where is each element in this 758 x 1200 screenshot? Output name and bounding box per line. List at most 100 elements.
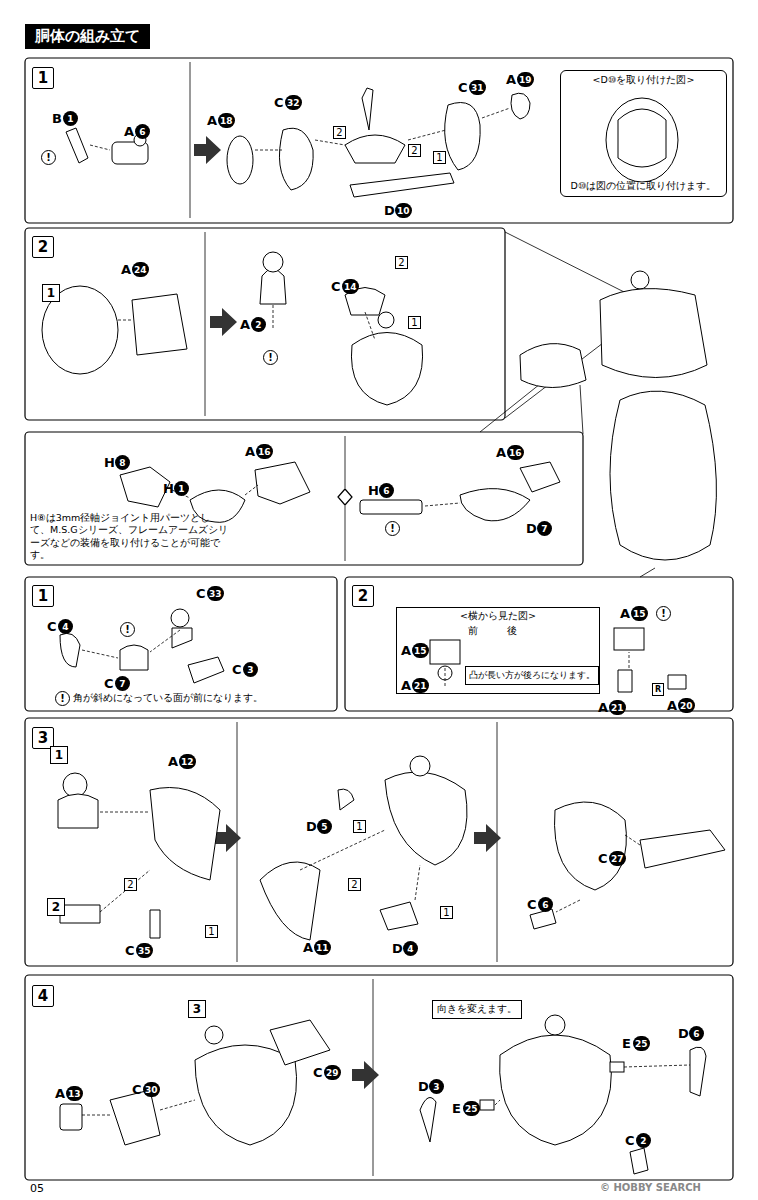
part-number: 29 bbox=[324, 1065, 341, 1080]
box-text: 1 bbox=[55, 748, 63, 762]
caution-mark: ! bbox=[263, 350, 278, 365]
box-text: 2 bbox=[411, 146, 417, 156]
box-text: 2 bbox=[38, 238, 48, 256]
part-letter: C bbox=[527, 897, 537, 912]
part-letter: B bbox=[52, 111, 62, 126]
part-number: 33 bbox=[207, 586, 224, 601]
part-letter: A bbox=[240, 317, 250, 332]
order-number-box: 2 bbox=[124, 878, 137, 891]
part-number: 11 bbox=[314, 940, 331, 955]
step-number-box: 1 bbox=[32, 67, 54, 89]
part-number: 16 bbox=[507, 445, 524, 460]
part-number: 2 bbox=[251, 317, 266, 332]
watermark: © HOBBY SEARCH bbox=[600, 1182, 701, 1193]
part-letter: C bbox=[132, 1082, 142, 1097]
part-number: 7 bbox=[537, 521, 552, 536]
order-number-box: 1 bbox=[353, 820, 366, 833]
step-number-box: 1 bbox=[32, 585, 54, 607]
note-text: H⑧は3mm径軸ジョイント用パーツとして、M.S.Gシリーズ、フレームアームズシ… bbox=[30, 512, 230, 561]
part-number: 6 bbox=[689, 1026, 704, 1041]
part-number: 24 bbox=[132, 262, 149, 277]
part-number: 5 bbox=[317, 819, 332, 834]
step-number-box: 4 bbox=[32, 985, 54, 1007]
box-text: 1 bbox=[47, 286, 55, 300]
part-letter: A bbox=[207, 113, 217, 128]
box-text: 2 bbox=[358, 587, 368, 605]
part-letter: C bbox=[232, 662, 242, 677]
part-number: 1 bbox=[174, 481, 189, 496]
order-number-box: 1 bbox=[408, 316, 421, 329]
box-text: 向きを変えます。 bbox=[437, 1003, 517, 1014]
note-text: 角が斜めになっている面が前になります。 bbox=[73, 692, 323, 704]
subassembly-ref-box: 3 bbox=[188, 1000, 206, 1018]
part-letter: C bbox=[625, 1133, 635, 1148]
order-number-box: 1 bbox=[205, 925, 218, 938]
box-text: 1 bbox=[38, 587, 48, 605]
box-text: 2 bbox=[336, 128, 342, 138]
step-number-box: 2 bbox=[32, 236, 54, 258]
part-number: 20 bbox=[678, 698, 695, 713]
part-letter: A bbox=[401, 678, 411, 693]
part-number: 4 bbox=[403, 941, 418, 956]
subassembly-ref-box: 1 bbox=[42, 284, 60, 302]
subassembly-ref-box: 1 bbox=[50, 746, 68, 764]
part-letter: C bbox=[104, 676, 114, 691]
box-text: 1 bbox=[411, 318, 417, 328]
part-number: 18 bbox=[218, 113, 235, 128]
part-number: 25 bbox=[633, 1036, 650, 1051]
order-number-box: 2 bbox=[333, 126, 346, 139]
caution-mark: ! bbox=[656, 606, 671, 621]
box-text: 2 bbox=[127, 880, 133, 890]
part-number: 25 bbox=[463, 1101, 480, 1116]
box-text: 2 bbox=[398, 258, 404, 268]
step-number-box: 2 bbox=[352, 585, 374, 607]
section-title: 胴体の組み立て bbox=[25, 24, 150, 49]
box-text: 1 bbox=[443, 908, 449, 918]
part-letter: D bbox=[384, 203, 395, 218]
callout-box: 凸が長い方が後ろになります。 bbox=[465, 666, 599, 685]
part-number: 27 bbox=[609, 851, 626, 866]
part-number: 19 bbox=[517, 72, 534, 87]
part-number: 32 bbox=[285, 95, 302, 110]
part-letter: A bbox=[620, 606, 630, 621]
part-number: 35 bbox=[136, 943, 153, 958]
page-number: 05 bbox=[30, 1183, 44, 1194]
box-text: 3 bbox=[193, 1002, 201, 1016]
part-letter: C bbox=[458, 80, 468, 95]
part-number: 6 bbox=[379, 483, 394, 498]
box-text: <D⑩を取り付けた図> bbox=[593, 74, 695, 87]
part-letter: A bbox=[168, 754, 178, 769]
part-letter: C bbox=[313, 1065, 323, 1080]
part-letter: H bbox=[163, 481, 174, 496]
order-number-box: 1 bbox=[433, 151, 446, 164]
part-letter: A bbox=[506, 72, 516, 87]
part-number: 21 bbox=[609, 700, 626, 715]
caution-mark: ! bbox=[385, 521, 400, 536]
part-letter: D bbox=[306, 819, 317, 834]
box-text: D⑩は図の位置に取り付けます。 bbox=[571, 180, 717, 193]
part-number: 16 bbox=[256, 444, 273, 459]
part-letter: A bbox=[124, 124, 134, 139]
part-letter: A bbox=[667, 698, 677, 713]
caution-mark: ! bbox=[41, 150, 56, 165]
part-number: 8 bbox=[115, 455, 130, 470]
order-number-box: 2 bbox=[408, 144, 421, 157]
part-number: 12 bbox=[179, 754, 196, 769]
caution-mark: ! bbox=[55, 691, 70, 706]
part-letter: A bbox=[121, 262, 131, 277]
part-letter: E bbox=[622, 1036, 631, 1051]
box-text: 1 bbox=[38, 69, 48, 87]
box-text: 1 bbox=[356, 822, 362, 832]
part-number: 30 bbox=[143, 1082, 160, 1097]
box-text: 3 bbox=[38, 729, 48, 747]
part-letter: H bbox=[368, 483, 379, 498]
part-number: 3 bbox=[429, 1079, 444, 1094]
part-letter: D bbox=[678, 1026, 689, 1041]
part-number: 6 bbox=[538, 897, 553, 912]
part-letter: A bbox=[303, 940, 313, 955]
part-letter: C bbox=[331, 279, 341, 294]
box-text: 1 bbox=[436, 153, 442, 163]
order-number-box: 1 bbox=[440, 906, 453, 919]
part-letter: D bbox=[526, 521, 537, 536]
part-letter: D bbox=[418, 1079, 429, 1094]
